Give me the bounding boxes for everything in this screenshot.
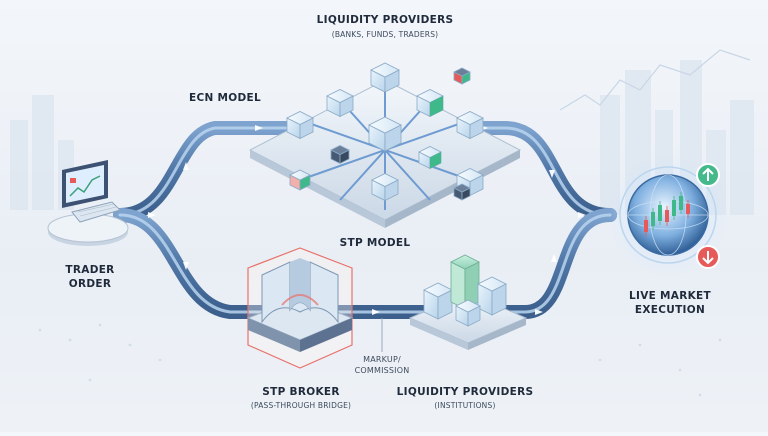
stp-broker-subtitle: (PASS-THROUGH BRIDGE) xyxy=(236,401,366,410)
institution-cube xyxy=(456,300,480,326)
stp-broker-title: STP BROKER xyxy=(236,386,366,398)
down-arrow-icon xyxy=(697,246,719,268)
ecn-model-label: ECN MODEL xyxy=(175,92,275,104)
candle-body xyxy=(665,210,669,222)
market-label-line2: EXECUTION xyxy=(615,304,725,316)
stp-flow-pipe xyxy=(120,215,610,312)
trader-label-line2: ORDER xyxy=(40,278,140,290)
institution-cube xyxy=(451,255,479,309)
institution-cube xyxy=(424,283,452,319)
stp-model-label: STP MODEL xyxy=(325,237,425,249)
lp-top-subtitle: (BANKS, FUNDS, TRADERS) xyxy=(285,30,485,39)
candle-body xyxy=(651,212,655,226)
trader-label-line1: TRADER xyxy=(40,264,140,276)
candle-body xyxy=(644,220,648,232)
candle-body xyxy=(658,205,662,221)
lp-node-cube xyxy=(454,184,470,200)
institution-cube xyxy=(478,277,506,315)
lp-node-cube xyxy=(454,68,470,84)
market-label-line1: LIVE MARKET xyxy=(615,290,725,302)
markup-label-line1: MARKUP/ xyxy=(340,355,424,364)
markup-label-line2: COMMISSION xyxy=(340,366,424,375)
candle-body xyxy=(679,196,683,210)
candle-body xyxy=(672,200,676,216)
lp-bottom-subtitle: (INSTITUTIONS) xyxy=(390,401,540,410)
lp-top-title: LIQUIDITY PROVIDERS xyxy=(285,14,485,26)
stp-broker-node xyxy=(248,248,352,368)
background-trend-line xyxy=(560,50,750,110)
lp-bottom-title: LIQUIDITY PROVIDERS xyxy=(390,386,540,398)
up-arrow-icon xyxy=(697,164,719,186)
candle-body xyxy=(686,204,690,214)
